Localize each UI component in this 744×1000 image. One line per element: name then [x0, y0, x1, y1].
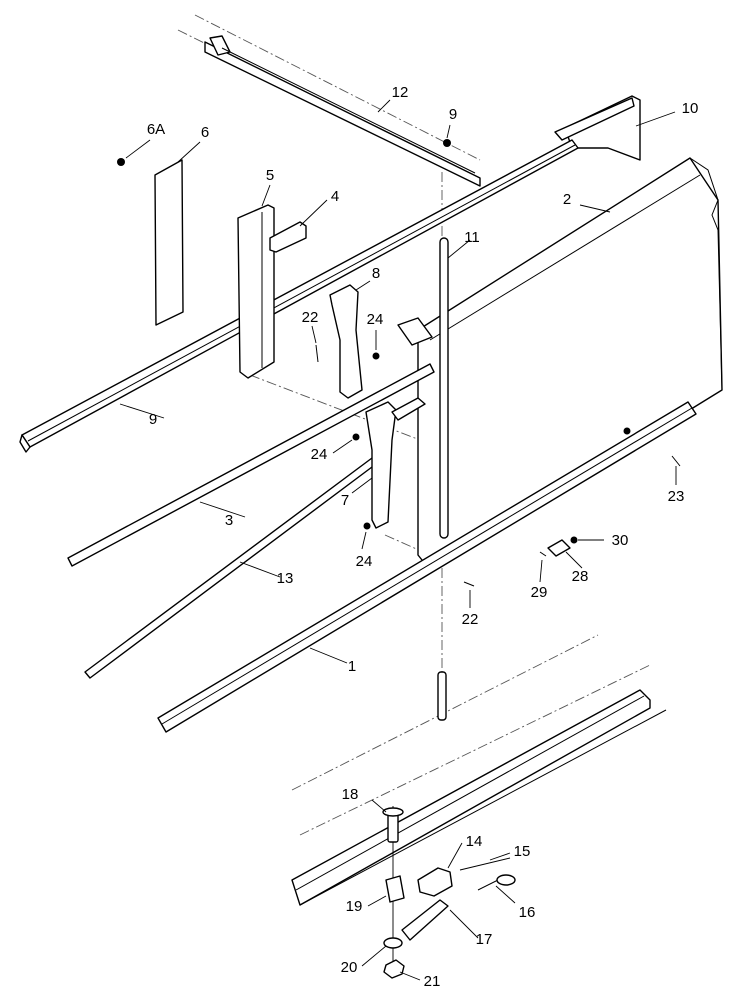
part-9-angle-rail — [19, 139, 579, 453]
callout-16: 16 — [519, 904, 536, 921]
part-30-nut — [570, 536, 578, 544]
callout-8: 8 — [372, 265, 380, 282]
part-24-nut-c — [363, 522, 371, 530]
callout-17: 17 — [476, 931, 493, 948]
callouts: 12 9 10 6 6A 5 4 2 11 8 22 24 9 24 7 3 2… — [147, 84, 699, 990]
part-23-bolt — [671, 455, 681, 467]
callout-3: 3 — [225, 512, 233, 529]
part-7-support — [365, 397, 426, 529]
part-3-lower-rail — [67, 363, 435, 567]
callout-4: 4 — [331, 188, 339, 205]
callout-1: 1 — [348, 658, 356, 675]
callout-24-middle: 24 — [311, 446, 328, 463]
part-29-bolt — [539, 551, 547, 557]
part-6a-bolt — [117, 158, 125, 166]
callout-2: 2 — [563, 191, 571, 208]
part-4-bracket — [269, 221, 307, 253]
callout-9-top: 9 — [449, 106, 457, 123]
callout-15: 15 — [514, 843, 531, 860]
callout-14: 14 — [466, 833, 483, 850]
callout-6a: 6A — [147, 121, 165, 138]
fasteners — [117, 139, 681, 587]
callout-12: 12 — [392, 84, 409, 101]
part-11-rod — [439, 237, 449, 539]
panel-fastener — [623, 427, 631, 435]
part-12-upper-rail — [204, 35, 481, 187]
callout-23: 23 — [668, 488, 685, 505]
callout-19: 19 — [346, 898, 363, 915]
part-28-clip — [547, 539, 571, 557]
part-9-nut — [443, 139, 451, 147]
callout-30: 30 — [612, 532, 629, 549]
callout-11: 11 — [464, 229, 480, 246]
callout-21: 21 — [424, 973, 441, 990]
part-1-bottom-angle — [157, 401, 697, 733]
callout-22-upper: 22 — [302, 309, 319, 326]
part-10-bracket — [554, 95, 641, 161]
part-22-bolt-b — [463, 581, 475, 587]
part-24-nut-b — [352, 433, 360, 441]
callout-29: 29 — [531, 584, 548, 601]
callout-5: 5 — [266, 167, 274, 184]
part-13-strap — [84, 457, 377, 679]
callout-24-lower: 24 — [356, 553, 373, 570]
callout-28: 28 — [572, 568, 589, 585]
part-24-nut-a — [372, 352, 380, 360]
detail-floor-rail — [291, 671, 667, 906]
callout-9-bottom: 9 — [149, 411, 157, 428]
callout-10: 10 — [682, 100, 699, 117]
callout-18: 18 — [342, 786, 359, 803]
callout-7: 7 — [341, 492, 349, 509]
part-5-channel — [237, 204, 275, 379]
leader-lines — [119, 99, 677, 981]
part-6-plate — [154, 159, 184, 326]
callout-22-lower: 22 — [462, 611, 479, 628]
callout-13: 13 — [277, 570, 294, 587]
part-22-bolt-a — [315, 344, 319, 363]
part-2-side-panel — [397, 157, 723, 571]
callout-24-upper: 24 — [367, 311, 384, 328]
detail-pivot-hardware — [382, 806, 516, 979]
part-8-support — [329, 284, 363, 399]
callout-20: 20 — [341, 959, 358, 976]
callout-6: 6 — [201, 124, 209, 141]
